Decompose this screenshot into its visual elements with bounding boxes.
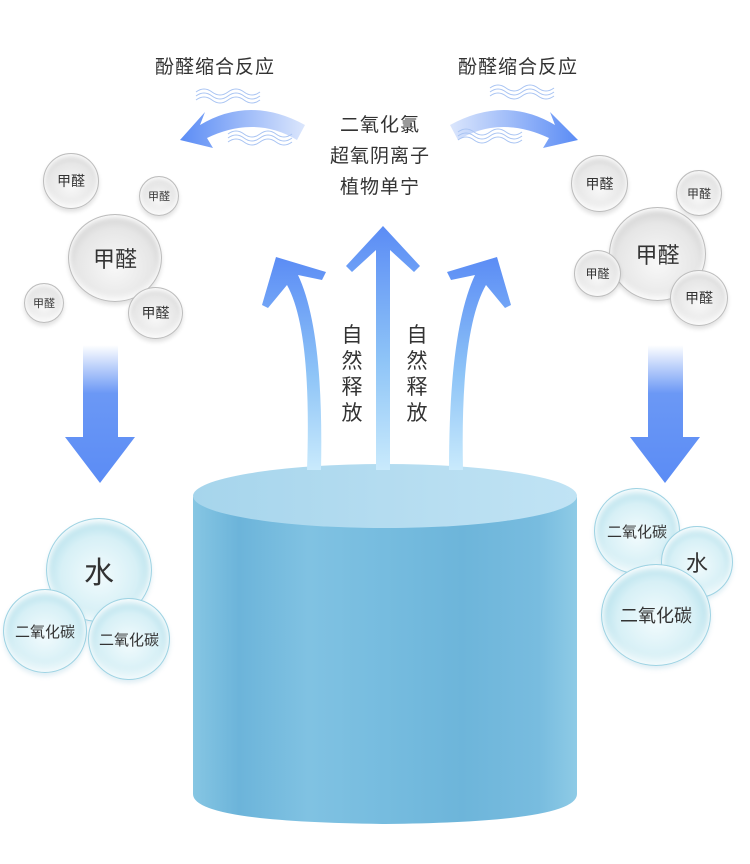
down-arrow-right xyxy=(630,345,700,483)
formaldehyde-bubble: 甲醛 xyxy=(670,270,728,326)
formaldehyde-bubble: 甲醛 xyxy=(676,170,722,216)
curved-arrow-left xyxy=(180,110,305,148)
release-label-right: 自 然 释 放 xyxy=(405,322,429,426)
release-char: 释 xyxy=(406,375,428,399)
cylinder-body xyxy=(193,497,577,824)
up-arrow-center xyxy=(346,226,420,470)
formaldehyde-bubble: 甲醛 xyxy=(609,207,706,301)
heat-waves xyxy=(195,84,555,146)
product-chlorine-dioxide: 二氧化氯 xyxy=(339,114,420,136)
formaldehyde-bubble: 甲醛 xyxy=(128,287,183,339)
formaldehyde-bubble: 甲醛 xyxy=(571,155,628,212)
formaldehyde-bubble: 甲醛 xyxy=(24,283,64,323)
co2-bubble: 二氧化碳 xyxy=(88,598,170,680)
reaction-label-left: 酚醛缩合反应 xyxy=(155,56,276,78)
release-char: 自 xyxy=(341,323,363,347)
reaction-label-right: 酚醛缩合反应 xyxy=(458,56,579,78)
product-superoxide-anion: 超氧阴离子 xyxy=(329,145,430,167)
formaldehyde-bubble: 甲醛 xyxy=(574,250,621,297)
release-char: 自 xyxy=(406,323,428,347)
down-arrow-left xyxy=(65,345,135,483)
release-char: 然 xyxy=(341,349,363,373)
formaldehyde-bubble: 甲醛 xyxy=(43,153,99,209)
center-products: 二氧化氯 超氧阴离子 植物单宁 xyxy=(300,110,460,203)
formaldehyde-bubble: 甲醛 xyxy=(139,176,179,216)
release-char: 释 xyxy=(341,375,363,399)
cylinder-top xyxy=(193,464,577,528)
up-arrow-right xyxy=(447,257,511,470)
release-char: 然 xyxy=(406,349,428,373)
release-arrows xyxy=(262,226,511,470)
product-plant-tannin: 植物单宁 xyxy=(339,176,420,198)
curved-arrow-right xyxy=(450,110,578,148)
co2-bubble: 二氧化碳 xyxy=(3,589,87,673)
up-arrow-left xyxy=(262,257,326,470)
co2-bubble: 二氧化碳 xyxy=(601,564,711,666)
water-cylinder xyxy=(193,464,577,824)
release-char: 放 xyxy=(341,401,363,425)
release-label-left: 自 然 释 放 xyxy=(340,322,364,426)
release-char: 放 xyxy=(406,401,428,425)
